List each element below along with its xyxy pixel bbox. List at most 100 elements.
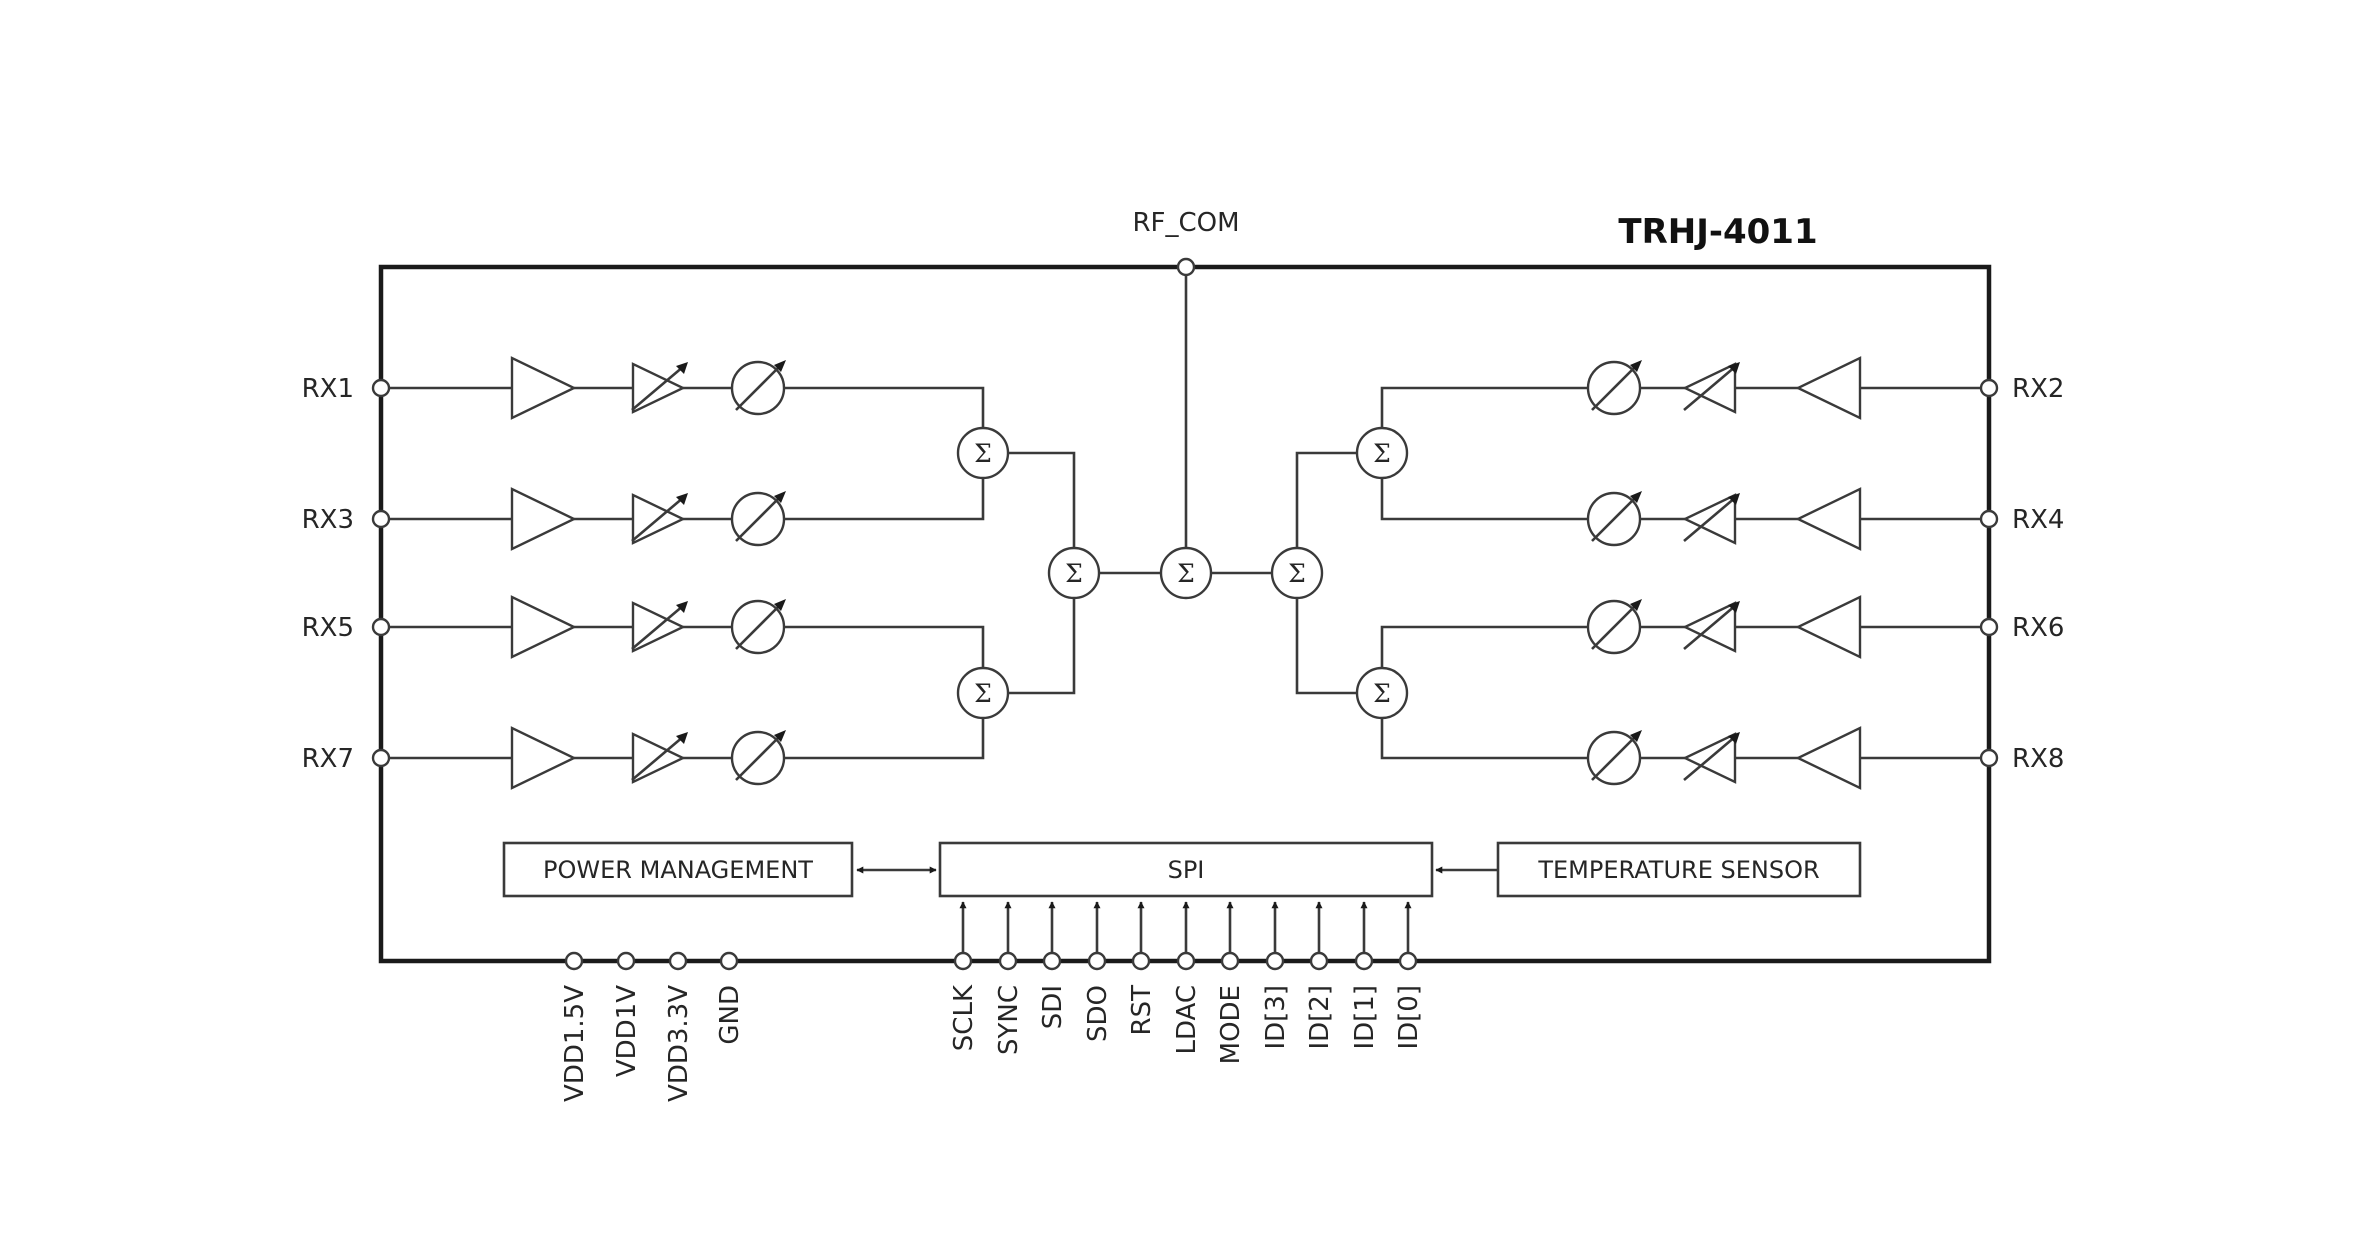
amplifier-symbol: [510, 595, 577, 659]
control-pin: [1220, 951, 1240, 971]
port-pin: [371, 509, 391, 529]
amplifier-symbol: [1795, 726, 1862, 790]
power-pin-label: GND: [715, 985, 745, 1045]
control-pin: [1042, 951, 1062, 971]
wire: [1295, 598, 1357, 695]
phase-arrow-head: [774, 730, 786, 742]
variable-arrow-head: [676, 601, 688, 613]
sum-symbol: Σ: [1373, 439, 1391, 468]
variable-arrow: [631, 365, 685, 411]
port-pin: [371, 378, 391, 398]
phase-slash: [735, 735, 781, 781]
control-pin: [1265, 951, 1285, 971]
variable-arrow: [1683, 735, 1737, 781]
temperature-sensor-label: TEMPERATURE SENSOR: [1537, 856, 1819, 884]
wire: [1295, 451, 1357, 548]
control-pin-label: SCLK: [949, 984, 979, 1051]
wire: [1380, 386, 1588, 428]
power-pin-label: VDD1.5V: [560, 985, 590, 1102]
control-pin-label: MODE: [1216, 985, 1246, 1064]
phase-arrow-head: [774, 599, 786, 611]
left-port-label: RX3: [302, 505, 354, 535]
control-pin-label: SDO: [1083, 985, 1113, 1042]
control-pin: [1176, 951, 1196, 971]
control-pin-label: ID[0]: [1394, 985, 1424, 1050]
control-pin-label: SYNC: [994, 985, 1024, 1055]
phase-arrow-head: [774, 360, 786, 372]
amplifier-symbol: [1795, 595, 1862, 659]
phase-slash: [1591, 735, 1637, 781]
variable-arrow: [1683, 496, 1737, 542]
right-channel: RX2: [1586, 356, 2064, 420]
power-pin: [616, 951, 636, 971]
variable-arrow-head: [1728, 732, 1740, 744]
wire: [784, 718, 985, 760]
control-pin-label: SDI: [1038, 985, 1068, 1029]
phase-slash: [735, 604, 781, 650]
control-pin-label: ID[1]: [1350, 985, 1380, 1050]
right-channel: RX4: [1586, 487, 2064, 551]
port-pin: [1979, 378, 1999, 398]
combiner-circle: [1047, 546, 1101, 600]
right-channel: RX6: [1586, 595, 2064, 659]
port-pin: [1979, 617, 1999, 637]
right-port-label: RX2: [2012, 374, 2064, 404]
sum-symbol: Σ: [1373, 679, 1391, 708]
wire: [1008, 451, 1076, 548]
sum-symbol: Σ: [1065, 559, 1083, 588]
spi-label: SPI: [1168, 856, 1205, 884]
combiner-circle: [1355, 666, 1409, 720]
control-pin-label: ID[2]: [1305, 985, 1335, 1050]
wire: [784, 625, 985, 668]
left-channel: RX1: [302, 356, 786, 420]
control-pin: [1131, 951, 1151, 971]
left-channel: RX5: [302, 595, 786, 659]
port-pin: [1979, 509, 1999, 529]
variable-arrow: [1683, 604, 1737, 650]
variable-arrow: [631, 604, 685, 650]
phase-arrow-head: [774, 491, 786, 503]
port-pin: [371, 748, 391, 768]
control-pin: [1309, 951, 1329, 971]
variable-arrow: [1683, 365, 1737, 411]
left-port-label: RX1: [302, 374, 354, 404]
control-pin-label: ID[3]: [1261, 985, 1291, 1050]
combiner-circle: [1270, 546, 1324, 600]
left-channel: RX3: [302, 487, 786, 551]
temperature-sensor-block: TEMPERATURE SENSOR: [1496, 841, 1862, 898]
phase-arrow-head: [1630, 491, 1642, 503]
variable-arrow-head: [1728, 601, 1740, 613]
control-pin: [1354, 951, 1374, 971]
sum-symbol: Σ: [1177, 559, 1195, 588]
power-pin: [668, 951, 688, 971]
combiner-circle: [956, 666, 1010, 720]
phase-slash: [1591, 496, 1637, 542]
power-management-label: POWER MANAGEMENT: [543, 856, 813, 884]
control-pin: [953, 951, 973, 971]
sum-symbol: Σ: [974, 439, 992, 468]
phase-arrow-head: [1630, 730, 1642, 742]
power-management-block: POWER MANAGEMENT: [502, 841, 854, 898]
combiner-circle: [1159, 546, 1213, 600]
phase-arrow-head: [1630, 360, 1642, 372]
left-port-label: RX7: [302, 744, 354, 774]
variable-arrow-head: [1728, 362, 1740, 374]
combiner-circle: [956, 426, 1010, 480]
control-pin: [1398, 951, 1418, 971]
rf-com-pin: [1176, 257, 1196, 277]
phase-slash: [1591, 365, 1637, 411]
wire: [1380, 625, 1588, 668]
wire: [1380, 718, 1588, 760]
left-port-label: RX5: [302, 613, 354, 643]
spi-block: SPI: [938, 841, 1434, 898]
right-port-label: RX4: [2012, 505, 2064, 535]
control-pin: [998, 951, 1018, 971]
wire: [1008, 598, 1076, 695]
phase-slash: [735, 365, 781, 411]
variable-arrow-head: [676, 362, 688, 374]
wire: [784, 478, 985, 521]
phase-slash: [1591, 604, 1637, 650]
